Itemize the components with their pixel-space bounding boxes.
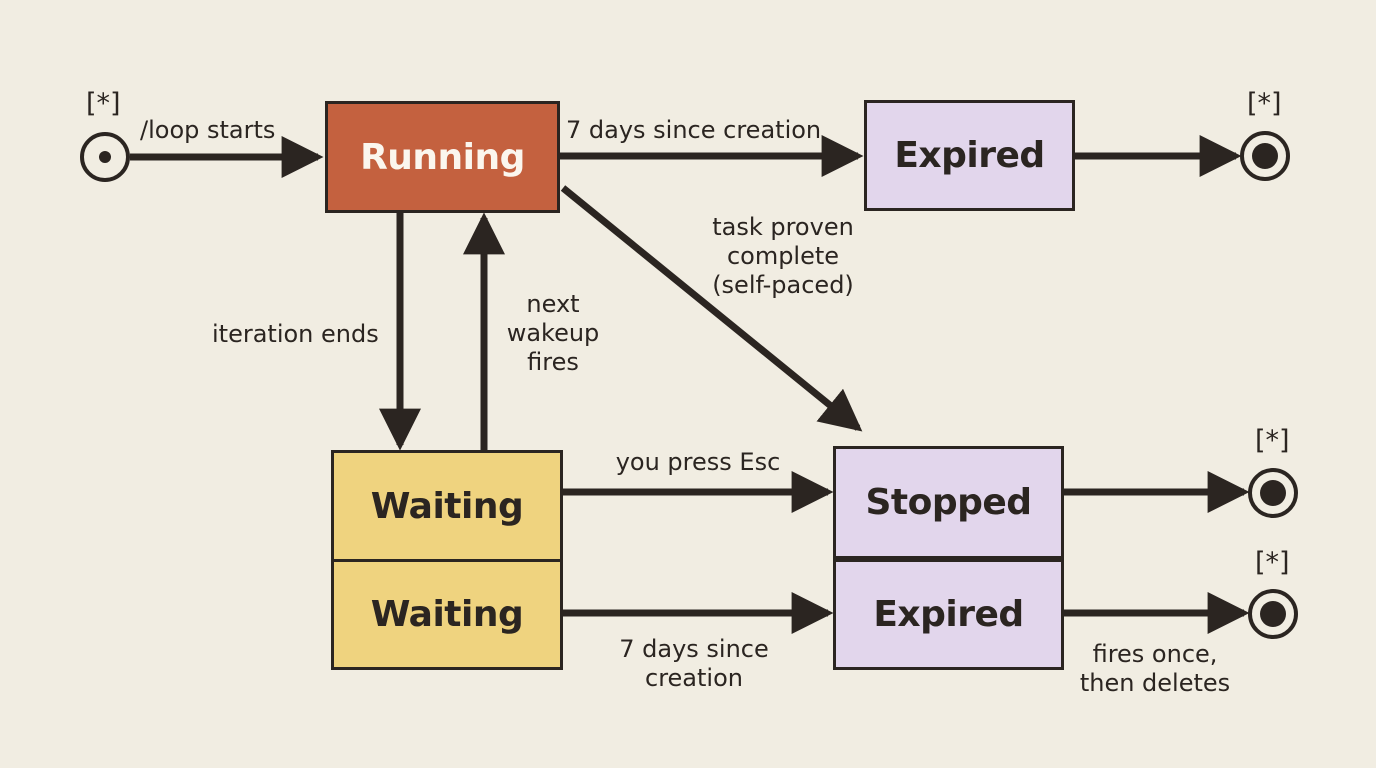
- label-fires-once: fires once, then deletes: [1079, 640, 1231, 697]
- state-expired-top: Expired: [864, 100, 1075, 211]
- state-waiting-1: Waiting: [331, 450, 563, 562]
- label-next-wakeup: next wakeup fires: [506, 290, 600, 376]
- state-waiting-2: Waiting: [331, 559, 563, 670]
- state-running: Running: [325, 101, 560, 213]
- label-loop-starts: /loop starts: [140, 116, 276, 144]
- final-marker-bottom: [*]: [1255, 547, 1290, 578]
- state-expired-bottom: Expired: [833, 559, 1064, 670]
- initial-state-icon: [80, 132, 130, 182]
- label-running-expired: 7 days since creation: [566, 116, 822, 144]
- final-state-icon-expired: [1240, 131, 1290, 181]
- label-task-complete: task proven complete (self-paced): [712, 213, 854, 299]
- label-waiting-expired: 7 days since creation: [619, 635, 769, 692]
- final-state-icon-bottom: [1248, 589, 1298, 639]
- final-marker-expired: [*]: [1247, 88, 1282, 119]
- final-marker-stopped: [*]: [1255, 425, 1290, 456]
- label-iteration-ends: iteration ends: [212, 320, 379, 348]
- state-stopped: Stopped: [833, 446, 1064, 559]
- initial-marker: [*]: [86, 88, 121, 119]
- final-state-icon-stopped: [1248, 468, 1298, 518]
- label-press-esc: you press Esc: [615, 448, 781, 476]
- arrow-running-to-stopped: [560, 185, 863, 432]
